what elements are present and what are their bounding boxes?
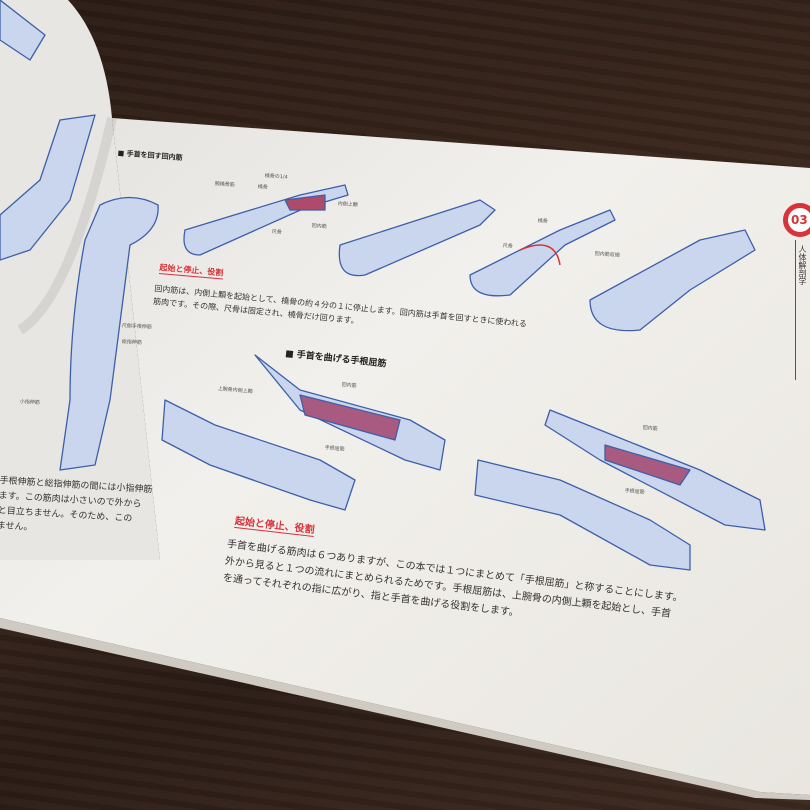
arm-illustrations — [0, 0, 766, 571]
standing-arm-illustration — [59, 196, 159, 471]
illustration-label: 尺骨 — [271, 228, 282, 236]
rotation-arrow-icon — [519, 244, 561, 266]
chapter-title: 人体解剖学 — [798, 245, 807, 285]
illustration-label: 回内筋 — [311, 222, 327, 231]
illustration-label: 尺骨 — [502, 242, 513, 250]
illustration-label: 回内筋 — [642, 424, 658, 433]
left-page-body: 手根伸筋と総指伸筋の間には小指伸筋 ます。この筋肉は小さいので外から と目立ちま… — [0, 474, 153, 543]
illustration-label: 小指伸筋 — [19, 398, 40, 407]
illustration-label: 橈骨の1/4 — [264, 172, 288, 181]
illustration-label: 総指伸筋 — [121, 338, 142, 347]
chapter-arrow-line — [795, 240, 796, 380]
illustration-label: 回内筋 — [341, 381, 357, 390]
illustration-label: 内側上顆 — [337, 200, 358, 209]
illustration-label: 尺側手根伸筋 — [121, 322, 152, 331]
illustration-label: 橈骨 — [537, 217, 548, 225]
chapter-badge: 03 — [783, 203, 810, 237]
illustration-label: 橈骨 — [257, 183, 268, 191]
illustration-label: 腕橈骨筋 — [214, 180, 235, 189]
